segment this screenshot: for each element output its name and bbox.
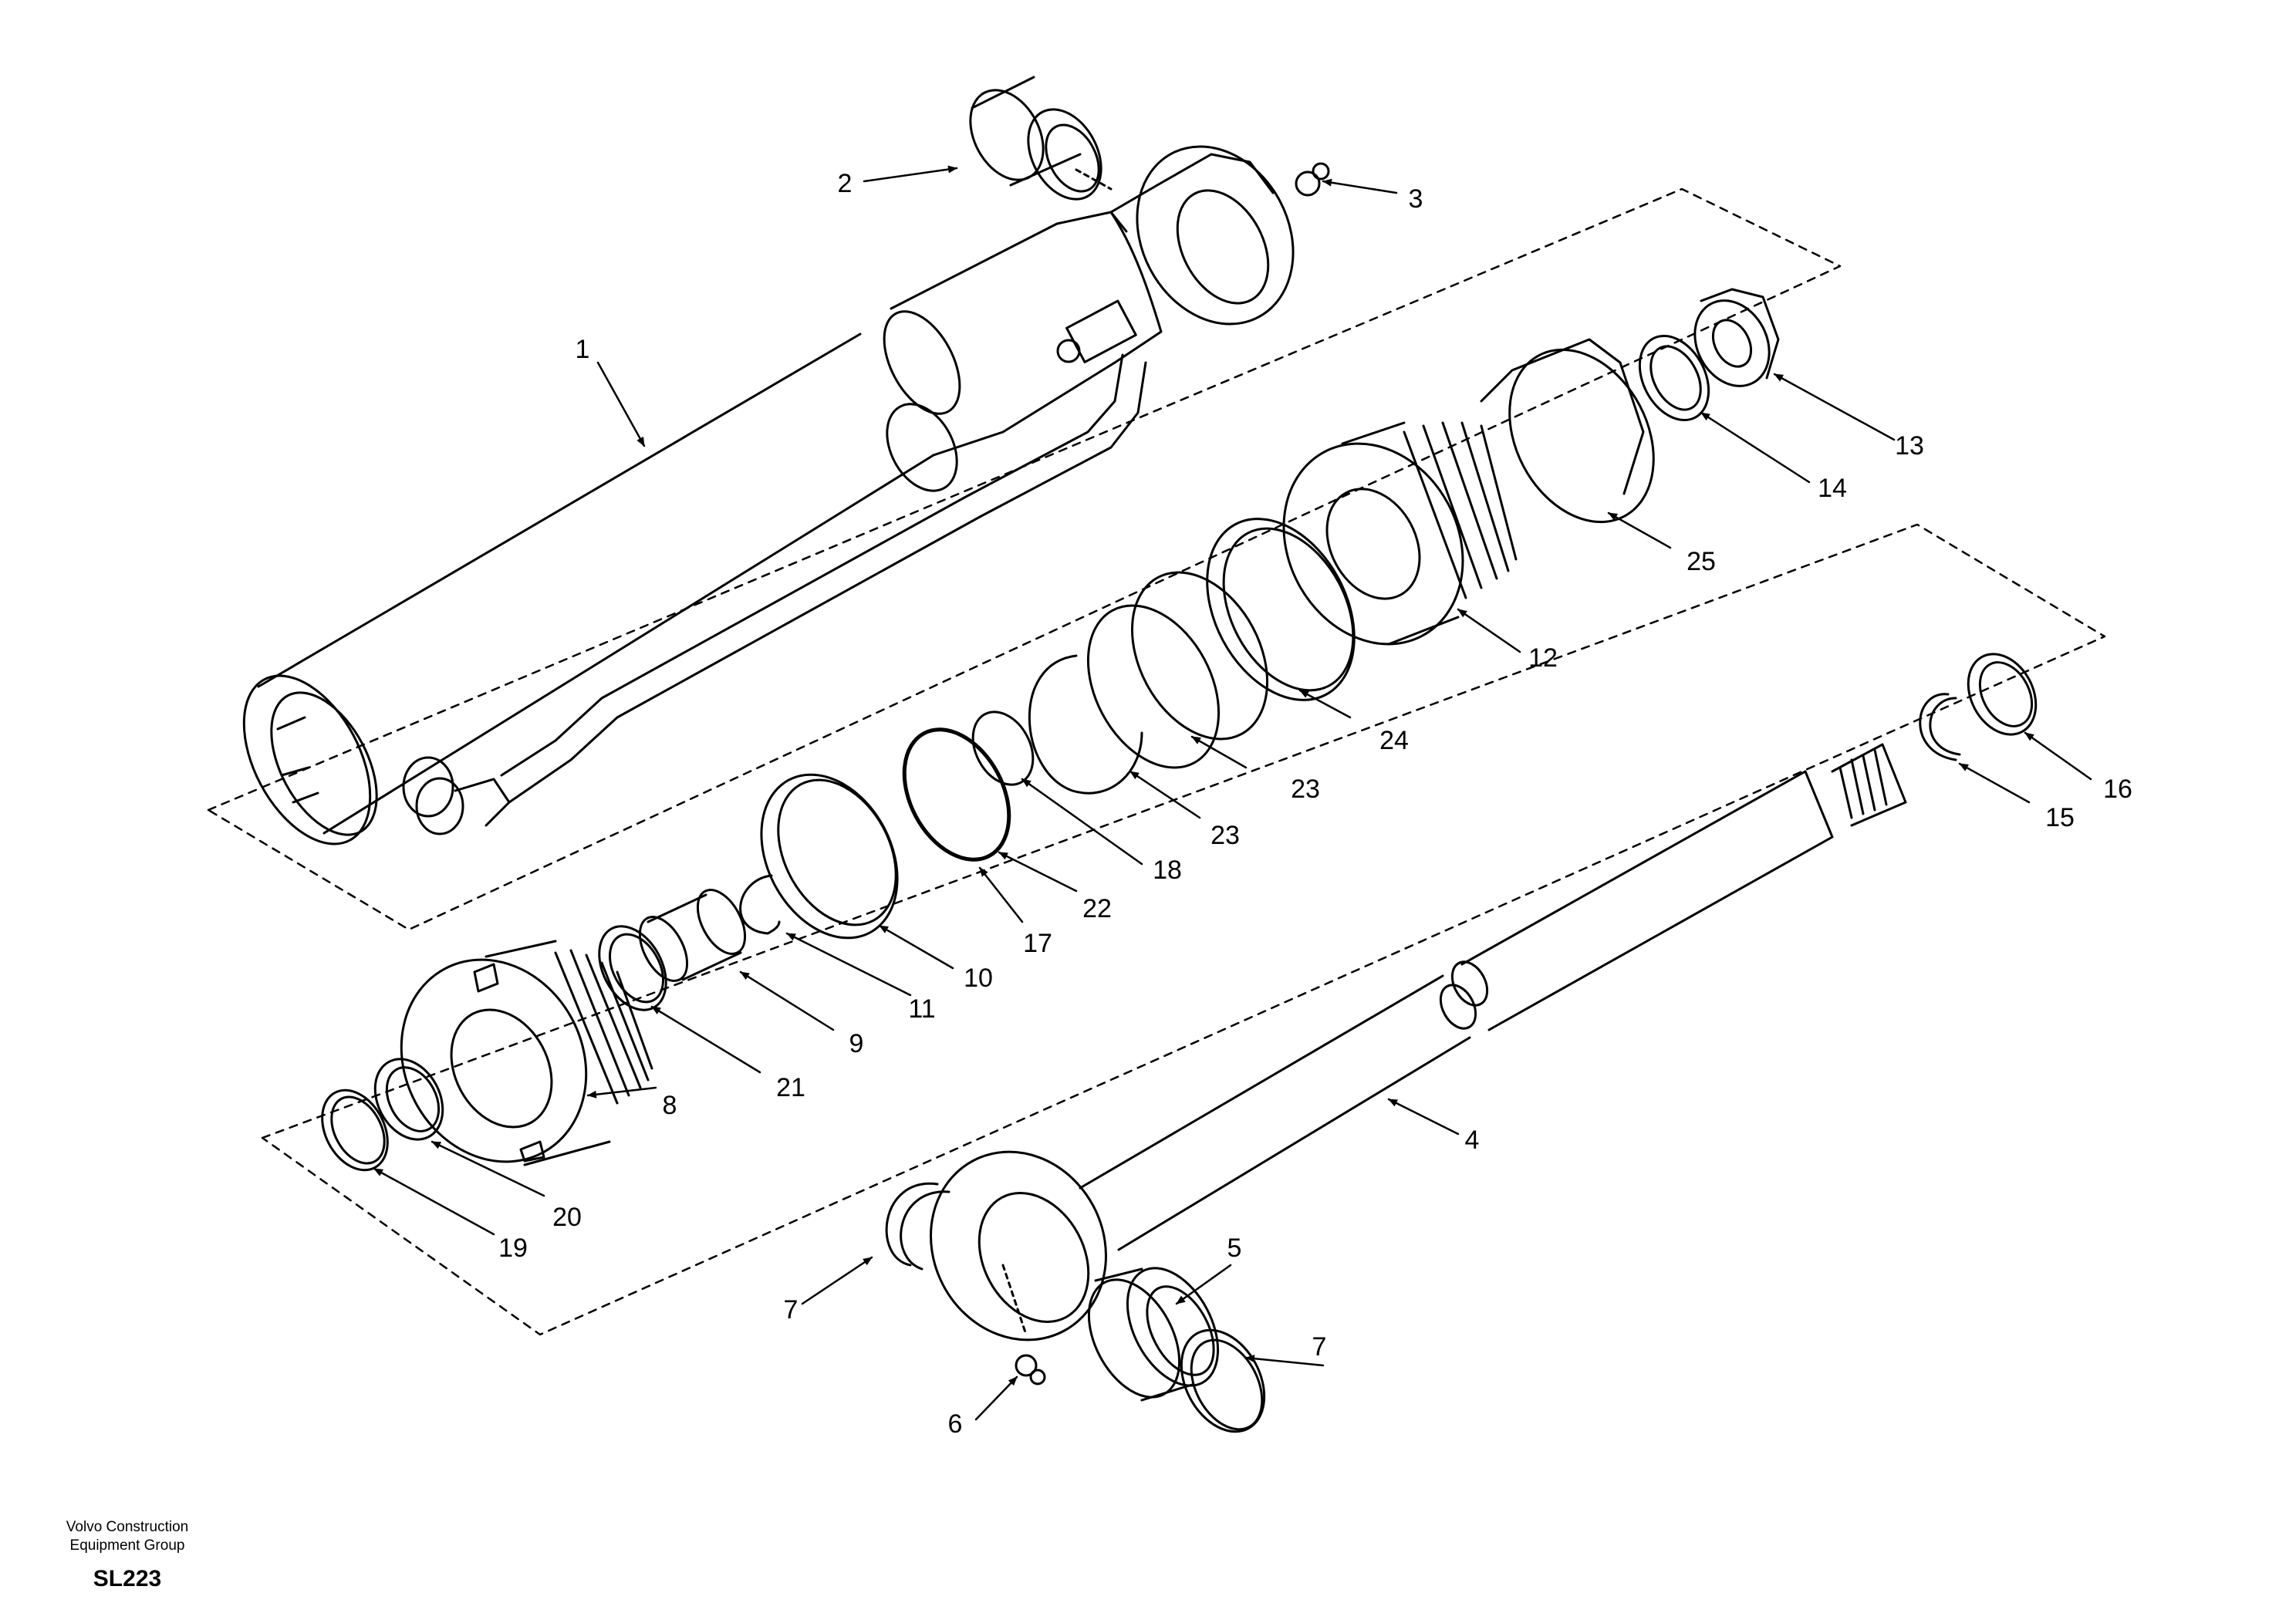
callout-1: 1 [576, 335, 590, 364]
callout-12: 12 [1528, 643, 1558, 673]
callout-16: 16 [2103, 775, 2132, 804]
grease-nipple-upper [1295, 162, 1330, 197]
callout-5: 5 [1227, 1234, 1242, 1263]
washer [1638, 334, 1710, 422]
piston-seal-ring-b [1130, 571, 1269, 741]
callout-2: 2 [838, 169, 853, 198]
snap-ring-rod-end-left [885, 1182, 950, 1271]
piston-seal-ring-a [1086, 604, 1221, 769]
callout-9: 9 [849, 1029, 864, 1058]
snap-ring-rod-end-right [1180, 1328, 1266, 1433]
wear-ring [1206, 518, 1356, 701]
snap-ring-rod [1919, 693, 1961, 761]
o-ring [902, 727, 1011, 862]
leader-lines [373, 165, 2092, 1421]
company-name-line2: Equipment Group [69, 1537, 185, 1554]
callout-10: 10 [964, 964, 993, 993]
cylinder-barrel [242, 145, 1295, 845]
callout-22: 22 [1082, 894, 1112, 923]
callout-24: 24 [1379, 726, 1409, 755]
grease-nipple-lower [1015, 1354, 1046, 1385]
callout-15: 15 [2045, 803, 2075, 832]
callout-labels: 1 2 3 4 5 6 7 7 8 9 10 11 12 13 14 15 16… [498, 169, 2132, 1439]
cylinder-assembly-outline [207, 187, 1842, 931]
callout-18: 18 [1153, 856, 1182, 885]
callout-23-upper: 23 [1291, 775, 1320, 804]
callout-13: 13 [1895, 431, 1924, 461]
callout-11: 11 [908, 994, 935, 1024]
callout-17: 17 [1023, 929, 1052, 958]
callout-3: 3 [1409, 184, 1423, 214]
sleeve [638, 889, 747, 982]
piston [1282, 421, 1518, 646]
footer-caption: Volvo Construction Equipment Group SL223 [31, 1518, 224, 1592]
snap-ring-small [739, 874, 781, 935]
slide-ring [1480, 338, 1655, 524]
callout-19: 19 [498, 1234, 528, 1263]
callout-7-right: 7 [1312, 1332, 1327, 1362]
callout-23-lower: 23 [1210, 821, 1240, 850]
dust-seal [1967, 653, 2038, 736]
piston-rod [930, 743, 1907, 1342]
piston-nut [1693, 288, 1780, 387]
callout-21: 21 [776, 1073, 805, 1102]
callout-25: 25 [1687, 547, 1716, 576]
rod-assembly-outline [261, 523, 2106, 1336]
company-name-line1: Volvo Construction [66, 1519, 189, 1535]
o-ring-small [971, 710, 1035, 786]
callout-4: 4 [1465, 1126, 1480, 1155]
split-ring [1028, 654, 1143, 795]
callout-6: 6 [948, 1409, 963, 1439]
bushing-upper [969, 76, 1113, 201]
drawing-code: SL223 [93, 1566, 162, 1591]
bushing-lower [1087, 1267, 1220, 1402]
callout-14: 14 [1818, 474, 1847, 503]
backup-ring [760, 773, 899, 940]
buffer-ring [598, 925, 667, 1011]
callout-20: 20 [552, 1203, 582, 1232]
seal-ring-head [321, 1088, 389, 1172]
callout-8: 8 [663, 1091, 677, 1120]
rod-seal [373, 1058, 444, 1141]
cylinder-head [400, 940, 653, 1166]
callout-7-left: 7 [784, 1295, 799, 1325]
